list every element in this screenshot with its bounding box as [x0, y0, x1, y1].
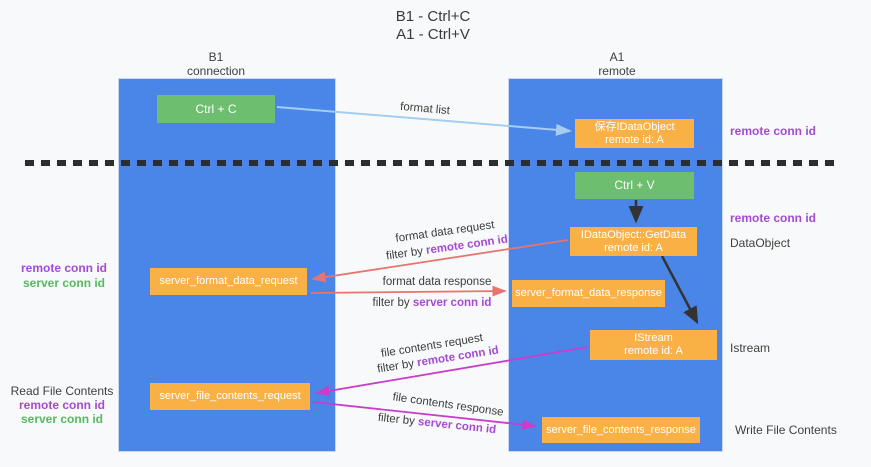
server-conn-id-text: server conn id: [412, 297, 492, 309]
getdata-line1: IDataObject::GetData: [580, 228, 687, 241]
lane-a1-subtitle: remote: [598, 64, 636, 78]
node-ctrl-v: Ctrl + V: [575, 172, 694, 199]
istream-line2: remote id: A: [624, 345, 683, 357]
istream-line1: IStream: [634, 332, 673, 344]
remote-conn-id-label-mid: remote conn id: [730, 211, 817, 225]
title-line-1: B1 - Ctrl+C: [395, 8, 471, 25]
left-conn-id-group: remote conn id server conn id: [12, 261, 116, 291]
lane-b1-title: B1: [208, 50, 224, 64]
node-server-format-data-response: server_format_data_response: [512, 280, 665, 307]
node-idataobject-getdata: IDataObject::GetData remote id: A: [570, 227, 697, 256]
format-data-response-filter-label: filter by server conn id: [373, 297, 492, 309]
diagram-title: B1 - Ctrl+C A1 - Ctrl+V: [283, 8, 583, 44]
bottom-remote-conn-id-label: remote conn id: [18, 398, 105, 412]
save-idataobject-line1: 保存IDataObject: [594, 120, 675, 133]
server-format-data-request-label: server_format_data_request: [159, 275, 298, 287]
node-istream: IStream remote id: A: [590, 330, 717, 360]
lane-header-b1: B1 connection: [156, 50, 276, 78]
node-server-file-contents-request: server_file_contents_request: [150, 383, 310, 410]
bottom-server-conn-id-label: server conn id: [20, 412, 104, 426]
format-data-response-label: format data response: [382, 276, 492, 288]
node-ctrl-c: Ctrl + C: [157, 95, 275, 123]
lane-header-a1: A1 remote: [557, 50, 677, 78]
format-data-response-arrow: [310, 285, 507, 297]
filter-by-text: filter by: [372, 297, 413, 309]
node-server-file-contents-response: server_file_contents_response: [542, 417, 700, 443]
ctrl-c-label: Ctrl + C: [195, 101, 237, 116]
write-file-contents-label: Write File Contents: [735, 423, 837, 437]
server-conn-id-text: server conn id: [417, 416, 497, 437]
node-save-idataobject: 保存IDataObject remote id: A: [575, 119, 694, 148]
read-file-contents-label: Read File Contents: [10, 384, 114, 398]
left-server-conn-id-label: server conn id: [22, 276, 106, 290]
ctrl-v-label: Ctrl + V: [614, 178, 655, 192]
left-remote-conn-id-label: remote conn id: [20, 261, 107, 275]
lane-b1-subtitle: connection: [186, 64, 246, 78]
lane-a1-title: A1: [609, 50, 625, 64]
filter-by-text: filter by: [376, 357, 419, 376]
istream-side-label: Istream: [730, 341, 771, 355]
server-format-data-response-label: server_format_data_response: [515, 287, 662, 299]
node-server-format-data-request: server_format_data_request: [150, 268, 307, 295]
save-idataobject-line2: remote id: A: [605, 133, 664, 146]
format-list-label: format list: [399, 100, 451, 118]
title-line-2: A1 - Ctrl+V: [396, 26, 470, 43]
filter-by-text: filter by: [377, 411, 419, 428]
remote-conn-id-label-top: remote conn id: [730, 124, 817, 138]
dataobject-label: DataObject: [730, 236, 791, 250]
read-file-contents-group: Read File Contents remote conn id server…: [6, 384, 118, 426]
filter-by-text: filter by: [385, 244, 427, 263]
getdata-line2: remote id: A: [604, 241, 663, 254]
server-file-contents-response-label: server_file_contents_response: [546, 423, 696, 436]
server-file-contents-request-label: server_file_contents_request: [159, 390, 301, 402]
